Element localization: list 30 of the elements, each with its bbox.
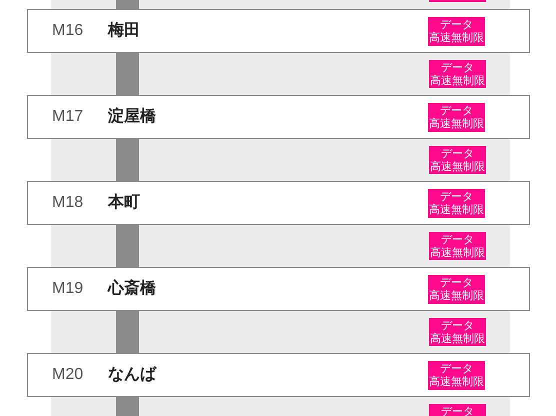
- badge: データ高速無制限: [428, 275, 485, 304]
- badge: データ高速無制限: [429, 232, 486, 260]
- station-row: [27, 9, 530, 53]
- station-number: M16: [52, 21, 84, 41]
- badge: データ高速無制限: [428, 103, 485, 132]
- badge: データ高速無制限: [429, 60, 486, 88]
- station-name: 本町: [108, 191, 140, 213]
- track-line: [116, 225, 139, 267]
- station-name: なんば: [108, 363, 156, 385]
- station-row: [27, 95, 530, 139]
- badge: データ高速無制限: [428, 189, 485, 218]
- station-row: [27, 181, 530, 225]
- station-number: M17: [52, 107, 84, 127]
- track-line: [116, 139, 139, 181]
- badge: データ高速無制限: [428, 361, 485, 390]
- track-line: [116, 0, 139, 9]
- station-row: [27, 353, 530, 397]
- track-line: [116, 397, 139, 416]
- station-number: M18: [52, 193, 84, 213]
- station-number: M20: [52, 365, 84, 385]
- station-name: 梅田: [108, 19, 140, 41]
- station-row: [27, 267, 530, 311]
- badge: データ高速無制限: [429, 318, 486, 346]
- track-line: [116, 53, 139, 95]
- station-number: M19: [52, 279, 84, 299]
- badge: データ高速無制限: [428, 17, 485, 46]
- station-name: 淀屋橋: [108, 105, 156, 127]
- station-name: 心斎橋: [108, 277, 156, 299]
- track-line: [116, 311, 139, 353]
- badge: データ高速無制限: [429, 146, 486, 174]
